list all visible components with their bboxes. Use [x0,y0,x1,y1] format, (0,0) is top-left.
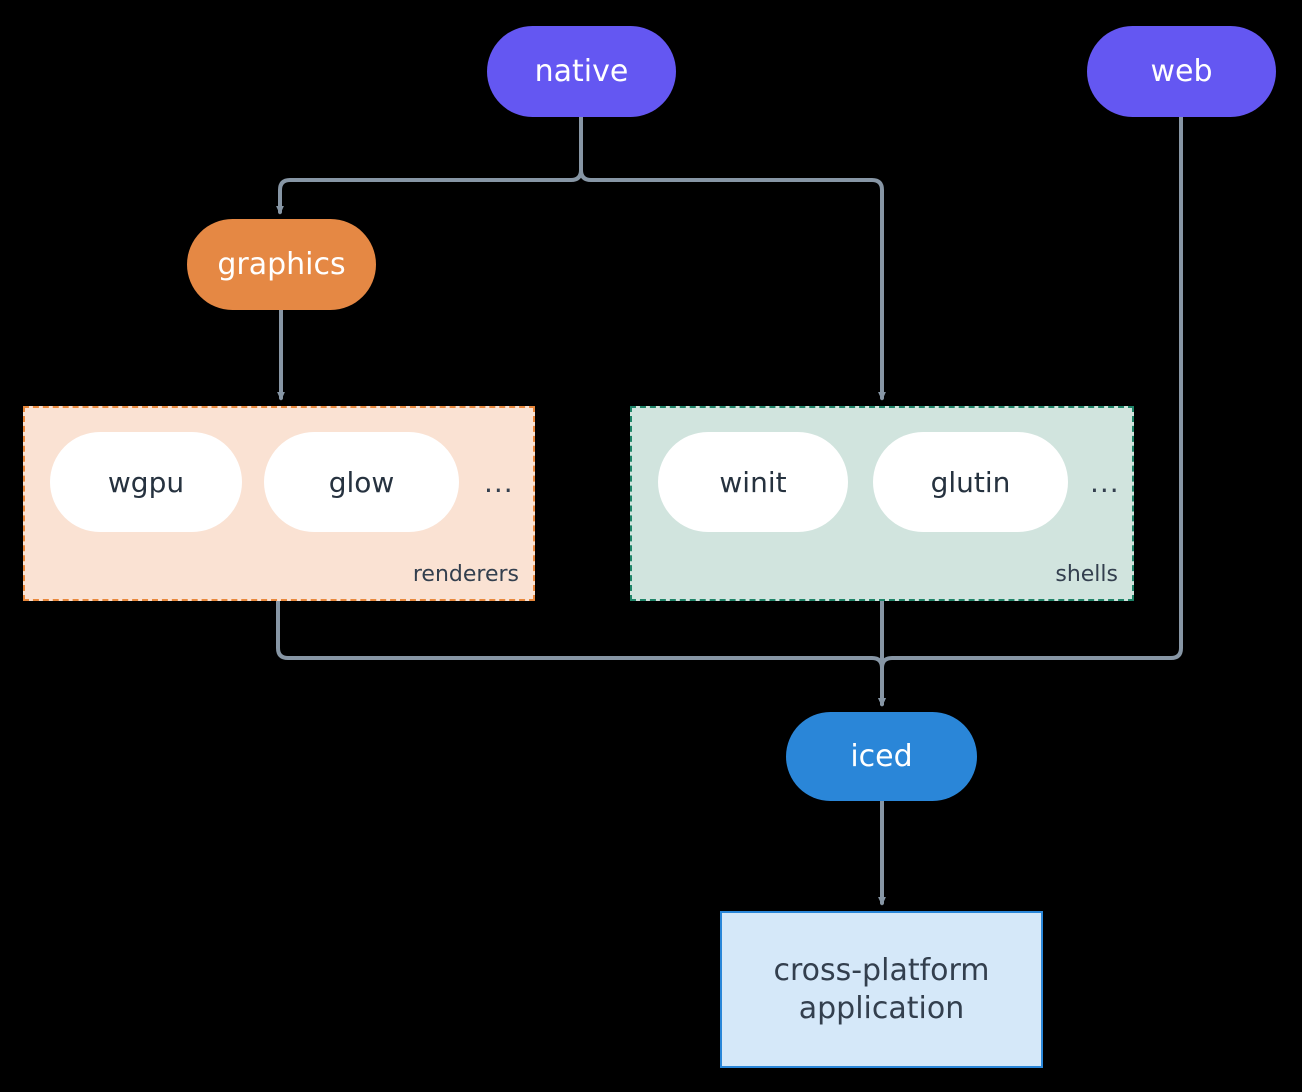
node-application-label-line2: application [798,990,965,1026]
group-shells[interactable]: winit glutin ... shells [630,406,1134,601]
renderer-item-wgpu[interactable]: wgpu [50,432,242,532]
node-cross-platform-application[interactable]: cross-platform application [720,911,1043,1068]
renderer-item-wgpu-label: wgpu [107,465,185,499]
renderer-item-glow-label: glow [328,465,395,499]
shell-item-glutin-label: glutin [930,465,1011,499]
node-native[interactable]: native [487,26,676,117]
shell-item-glutin[interactable]: glutin [873,432,1068,532]
edge-native-to-graphics [276,115,583,215]
shells-overflow-ellipsis: ... [1090,466,1120,499]
group-renderers-label: renderers [412,562,519,587]
node-graphics-label: graphics [217,246,346,282]
node-web-label: web [1150,53,1213,89]
renderer-item-glow[interactable]: glow [264,432,459,532]
group-renderers[interactable]: wgpu glow ... renderers [23,406,535,601]
node-iced-label: iced [850,738,913,774]
renderers-overflow-ellipsis: ... [484,466,514,499]
edge-renderers-to-iced [276,599,886,707]
node-web[interactable]: web [1087,26,1276,117]
node-graphics[interactable]: graphics [187,219,376,310]
shell-item-winit-label: winit [719,465,787,499]
group-shells-label: shells [1055,562,1118,587]
edge-native-to-shells [579,115,886,401]
node-iced[interactable]: iced [786,712,977,801]
shell-item-winit[interactable]: winit [658,432,848,532]
node-native-label: native [534,53,629,89]
node-application-label-line1: cross-platform [773,953,990,988]
